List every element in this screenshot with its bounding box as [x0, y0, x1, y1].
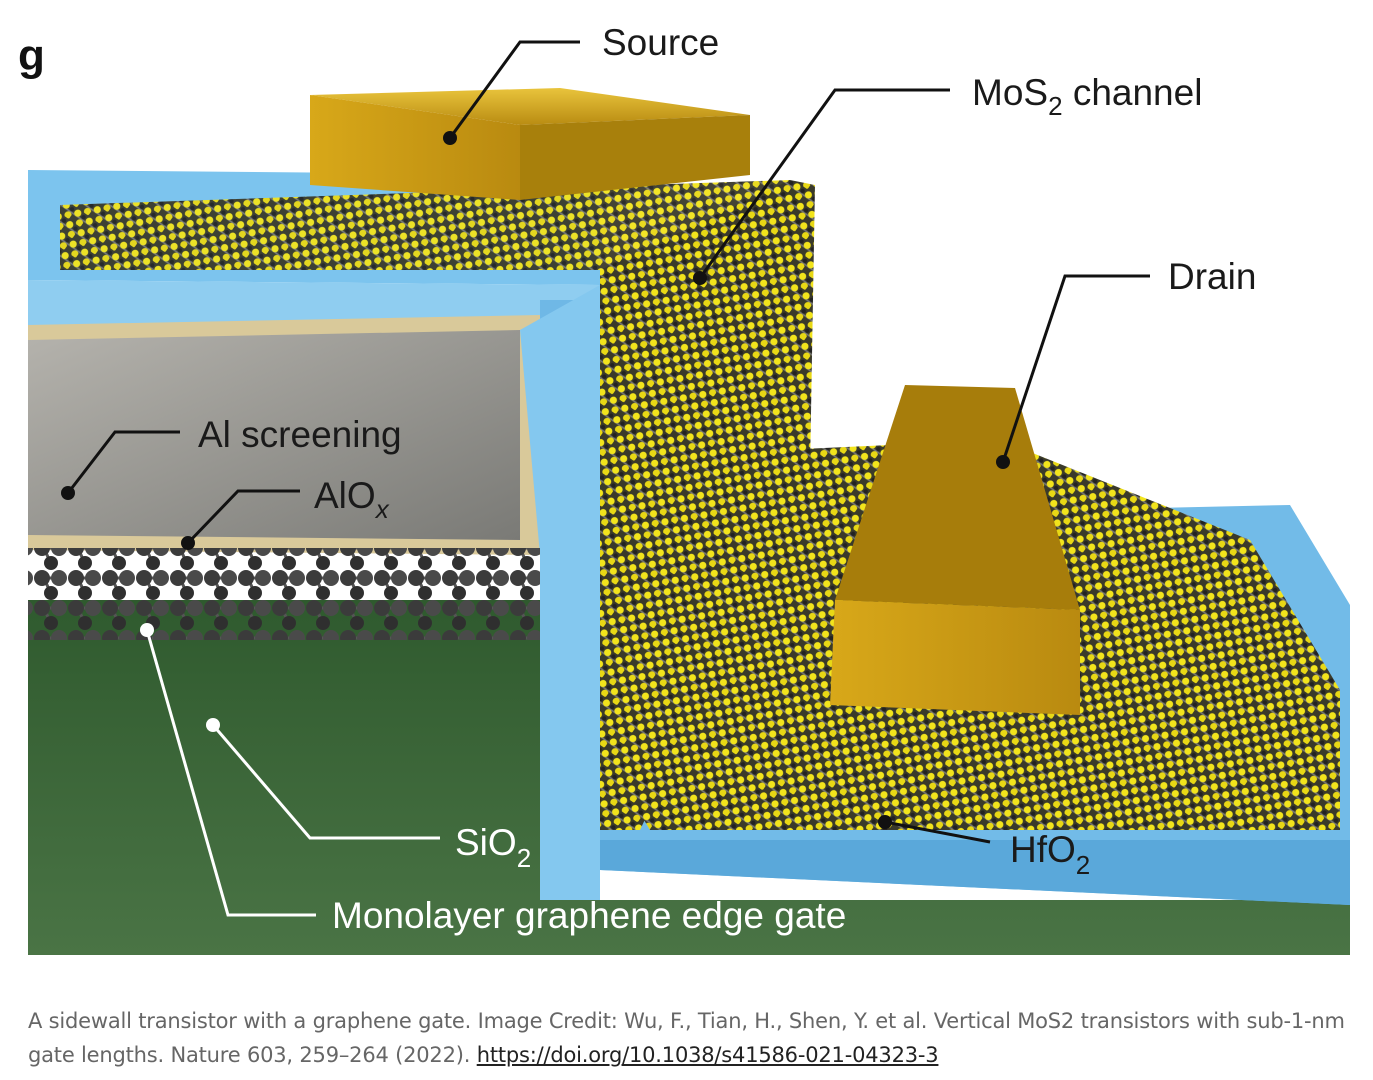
sio2-substrate — [28, 600, 1350, 955]
source-electrode — [310, 88, 750, 200]
mos2-sidewall-layer — [600, 180, 815, 830]
caption-text: A sidewall transistor with a graphene ga… — [28, 1009, 1345, 1067]
panel-letter: g — [18, 31, 45, 80]
al-screening-block — [28, 330, 520, 540]
graphene-gate — [28, 548, 540, 640]
label-sio2: SiO2 — [455, 822, 531, 873]
label-mos2-channel: MoS2 channel — [972, 72, 1202, 121]
label-drain: Drain — [1168, 256, 1256, 297]
leader-lines — [66, 40, 1150, 844]
label-graphene-gate: Monolayer graphene edge gate — [332, 895, 846, 936]
figure-caption: A sidewall transistor with a graphene ga… — [28, 1004, 1358, 1072]
label-dots — [61, 131, 1010, 829]
doi-link[interactable]: https://doi.org/10.1038/s41586-021-04323… — [476, 1043, 939, 1067]
label-al-screening: Al screening — [198, 414, 402, 455]
label-alox: AlOx — [314, 475, 390, 524]
drain-electrode — [830, 385, 1080, 715]
label-source: Source — [602, 22, 719, 63]
mos2-top-layer — [60, 180, 790, 270]
label-hfo2: HfO2 — [1010, 829, 1090, 880]
transistor-diagram: g Source MoS2 channel Drain Al screening… — [18, 22, 1350, 955]
